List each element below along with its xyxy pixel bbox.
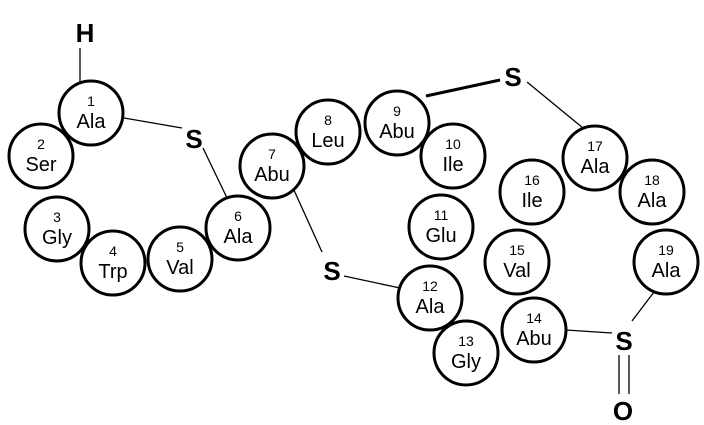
residue-number: 15	[509, 242, 525, 258]
residue-13: 13 Gly	[432, 319, 500, 387]
residue-name: Ile	[442, 154, 463, 176]
residue-number: 12	[422, 278, 438, 294]
residue-name: Gly	[42, 227, 72, 249]
residue-number: 19	[658, 242, 674, 258]
residue-name: Abu	[254, 164, 290, 186]
residue-number: 16	[524, 172, 540, 188]
sulfur-atom-a: S	[185, 124, 202, 154]
residue-19: 19 Ala	[632, 228, 700, 296]
residue-number: 4	[109, 243, 117, 259]
hydrogen-atom: H	[76, 18, 95, 48]
residue-17: 17 Ala	[561, 124, 629, 192]
residue-number: 6	[234, 208, 242, 224]
residue-name: Gly	[451, 351, 481, 373]
bond-abu7-s	[292, 187, 323, 253]
residue-9: 9 Abu	[363, 89, 431, 157]
residue-number: 2	[37, 136, 45, 152]
residue-number: 8	[324, 112, 332, 128]
residue-5: 5 Val	[146, 225, 214, 293]
sulfur-atom-b: S	[323, 256, 340, 286]
atoms: H S S S S O	[76, 18, 634, 425]
residue-name: Ala	[638, 190, 668, 212]
residue-number: 1	[87, 93, 95, 109]
residue-number: 5	[176, 239, 184, 255]
residue-name: Trp	[98, 261, 127, 283]
residue-name: Ala	[581, 156, 611, 178]
residue-14: 14 Abu	[500, 296, 568, 364]
residue-number: 9	[393, 103, 401, 119]
residue-number: 17	[587, 138, 603, 154]
residues: 1 Ala 2 Ser 3 Gly 4 Trp 5 Val 6 Ala	[7, 79, 700, 387]
residue-4: 4 Trp	[79, 229, 147, 297]
residue-3: 3 Gly	[23, 195, 91, 263]
residue-name: Abu	[516, 328, 552, 350]
residue-10: 10 Ile	[419, 122, 487, 190]
bond-abu9-s	[425, 78, 501, 98]
residue-name: Val	[166, 257, 193, 279]
sulfur-atom-d: S	[615, 326, 632, 356]
bond-ala1-s	[123, 117, 183, 129]
residue-name: Ala	[652, 260, 682, 282]
residue-name: Ile	[521, 190, 542, 212]
residue-name: Glu	[425, 225, 456, 247]
residue-7: 7 Abu	[238, 132, 306, 200]
residue-15: 15 Val	[483, 228, 551, 296]
residue-1: 1 Ala	[57, 79, 125, 147]
residue-16: 16 Ile	[498, 158, 566, 226]
residue-number: 18	[644, 172, 660, 188]
residue-name: Leu	[311, 130, 344, 152]
bond-ala19-s	[631, 287, 658, 322]
residue-number: 14	[526, 310, 542, 326]
residue-number: 11	[434, 207, 449, 223]
residue-name: Ala	[224, 226, 254, 248]
residue-11: 11 Glu	[407, 193, 475, 261]
residue-name: Ser	[25, 154, 56, 176]
residue-number: 3	[53, 209, 61, 225]
residue-name: Abu	[379, 121, 415, 143]
bond-s-ala17	[526, 81, 584, 129]
residue-6: 6 Ala	[204, 194, 272, 262]
residue-8: 8 Leu	[294, 98, 362, 166]
residue-number: 10	[445, 136, 461, 152]
residue-name: Ala	[77, 111, 107, 133]
oxygen-atom: O	[613, 396, 633, 425]
residue-number: 7	[268, 146, 276, 162]
residue-18: 18 Ala	[618, 158, 686, 226]
bond-abu14-s	[565, 329, 613, 334]
residue-2: 2 Ser	[7, 122, 75, 190]
sulfur-atom-c: S	[504, 62, 521, 92]
bond-s-ala6	[202, 147, 229, 201]
residue-number: 13	[458, 333, 474, 349]
residue-12: 12 Ala	[396, 264, 464, 332]
residue-name: Ala	[416, 296, 446, 318]
bond-s-ala12	[343, 275, 401, 289]
bonds	[79, 48, 658, 394]
residue-name: Val	[503, 260, 530, 282]
